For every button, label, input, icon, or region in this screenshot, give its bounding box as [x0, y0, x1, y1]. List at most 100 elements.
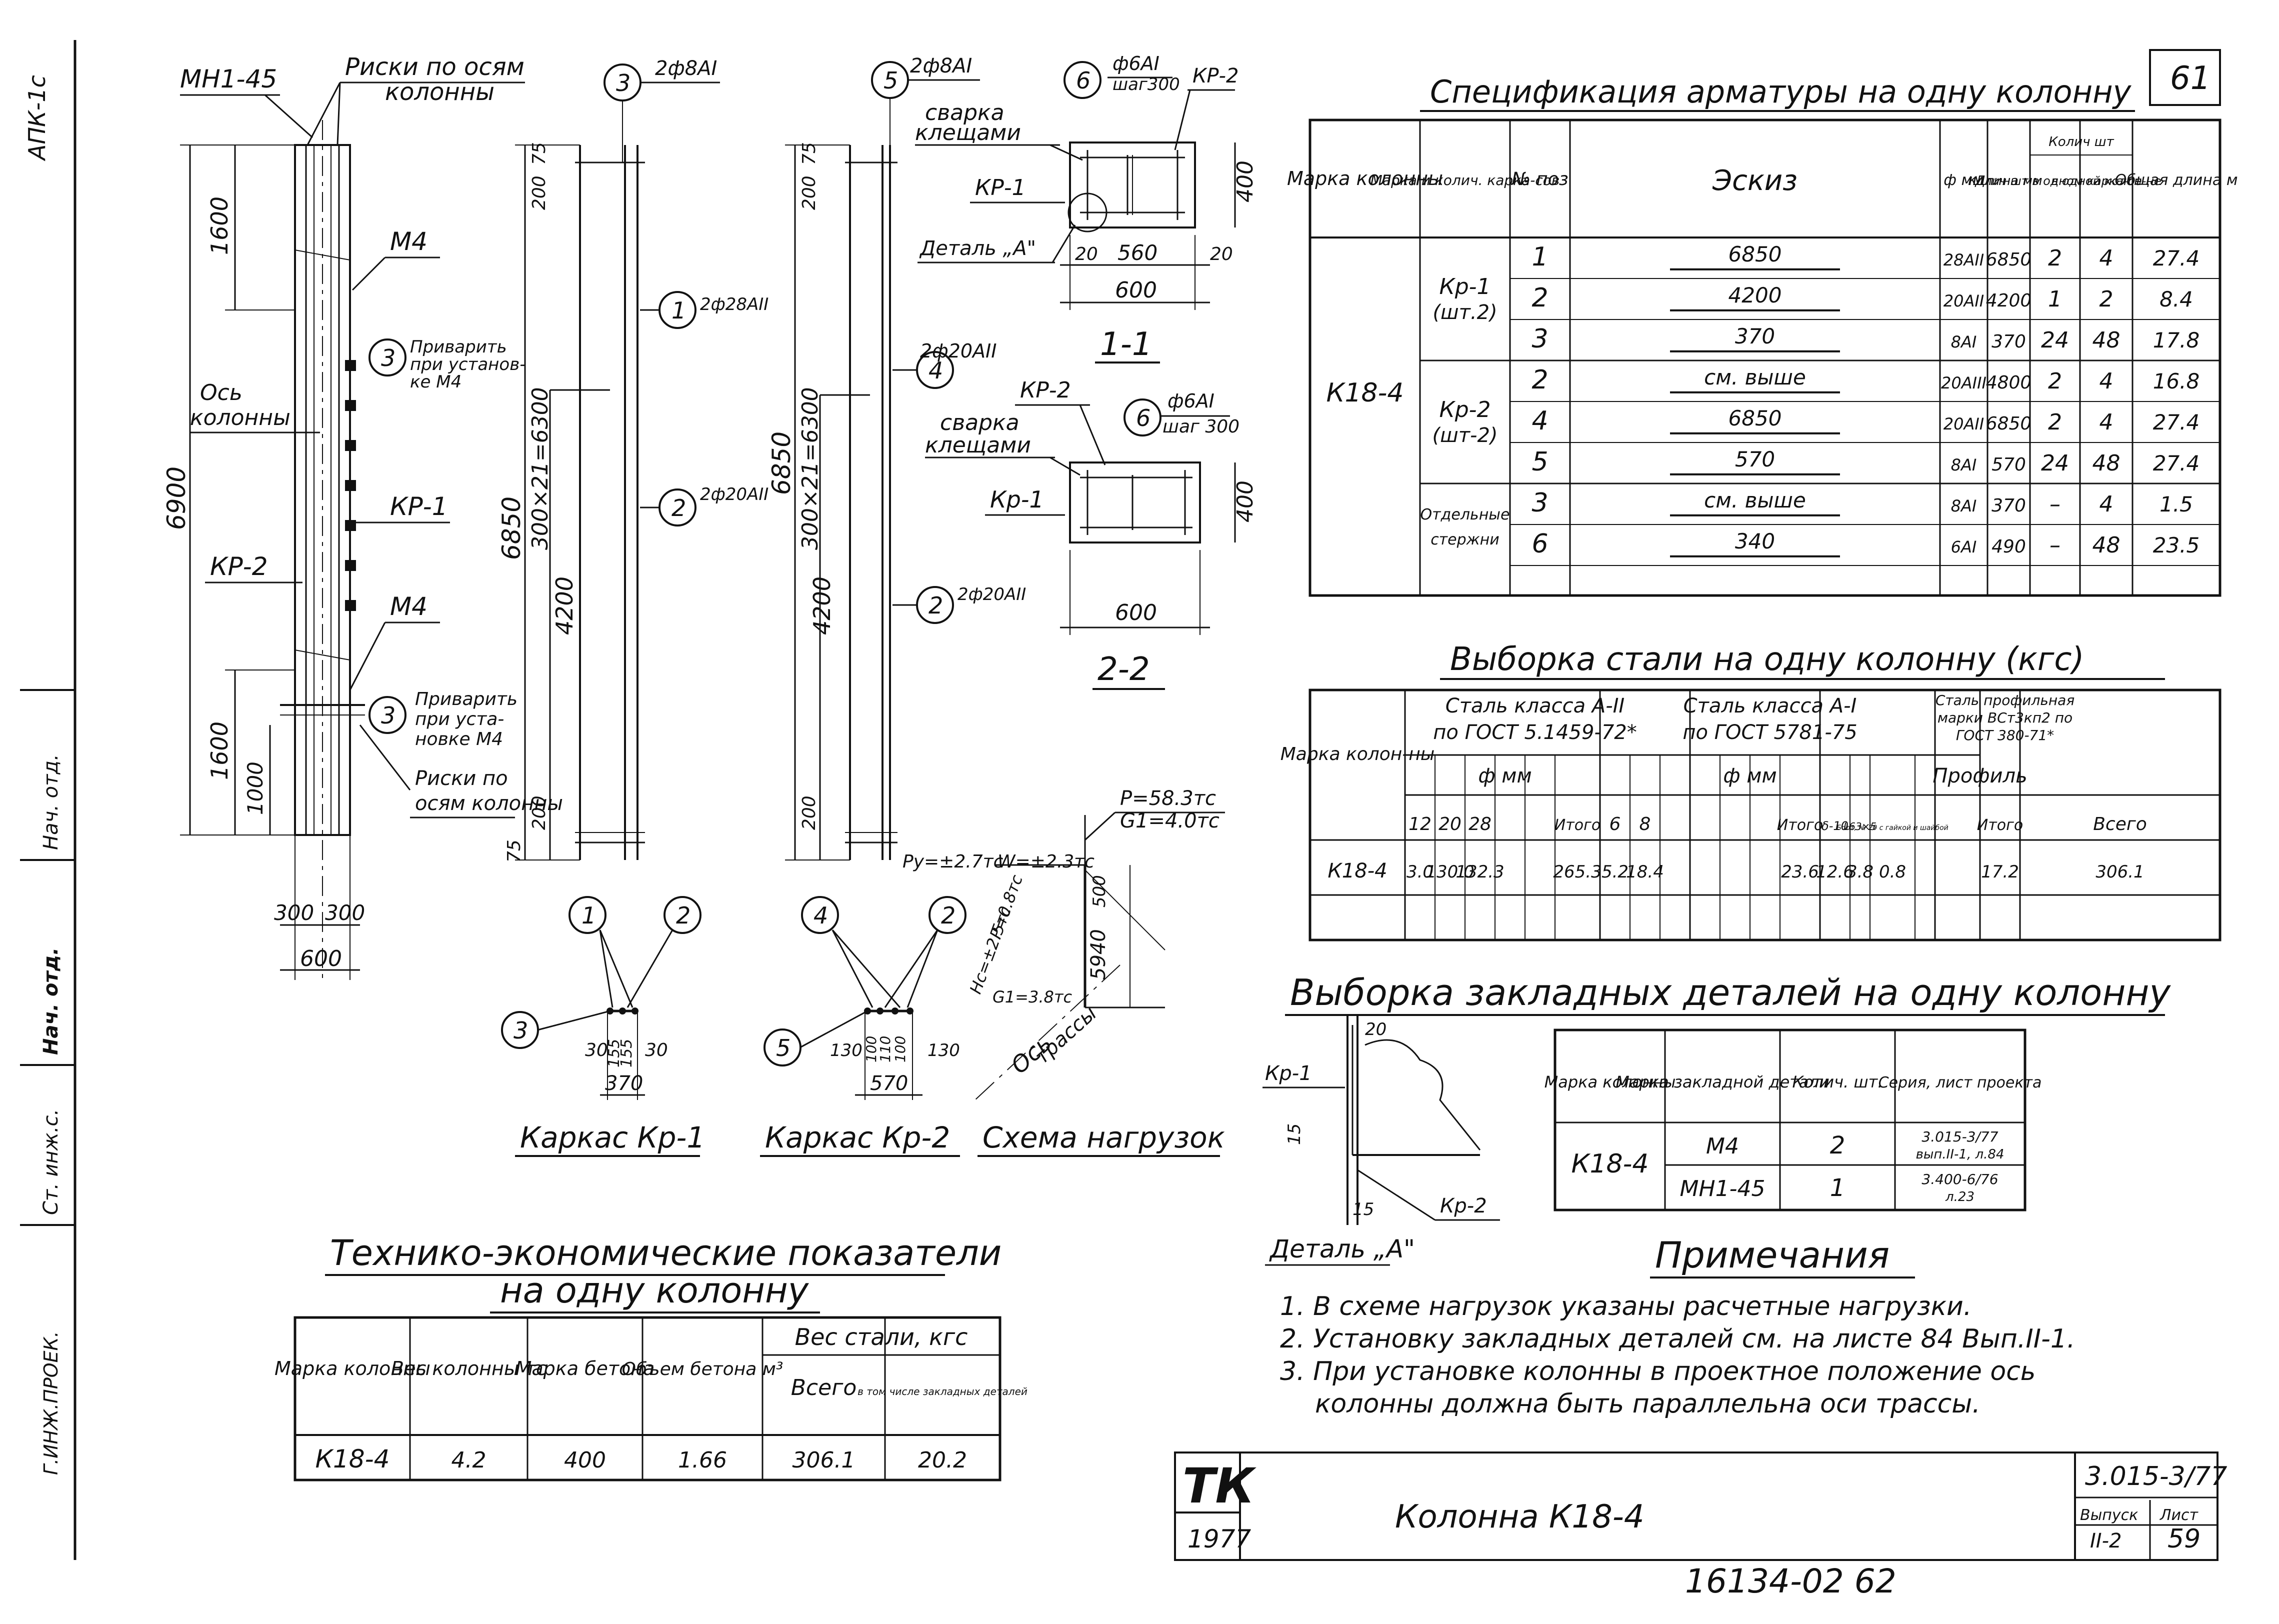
- spec-cell-q2: 4: [2100, 492, 2114, 517]
- label-kr2: КР-2: [210, 552, 268, 581]
- label-m4-top: М4: [390, 227, 428, 256]
- load-w: W=±2.3тс: [998, 852, 1094, 872]
- label-weld-top-3: ке М4: [410, 372, 462, 392]
- spec-group-label: Кр-1: [1439, 274, 1490, 300]
- tb-logo: ТК: [1182, 1458, 1256, 1514]
- table-frame: [1308, 118, 2222, 597]
- kr1-callout-3: 3: [616, 70, 630, 96]
- kr2-dim-200-top: 200: [799, 176, 820, 210]
- tep-header-cell: в том числе закладных деталей: [858, 1386, 1028, 1398]
- kr2s-d100: 100: [863, 1036, 880, 1062]
- spec-cell-pos: 5: [1532, 447, 1548, 477]
- load-g: G1=3.8тс: [992, 988, 1072, 1006]
- label-m4-bottom: М4: [390, 592, 428, 621]
- embed-header-cell: Колич. шт.: [1792, 1072, 1883, 1092]
- sec11-dim-20r: 20: [1210, 244, 1233, 264]
- sec22-stirrup: ф6АI: [1168, 390, 1214, 412]
- spec-cell-total: 27.4: [2153, 451, 2200, 476]
- sec11-kr2: КР-2: [1192, 64, 1238, 88]
- load-p: Р=58.3тс: [1120, 787, 1216, 810]
- sec22-dim-600: 600: [1115, 600, 1157, 626]
- kr1-dim-75-bottom: 75: [504, 840, 524, 862]
- tep-title-2: на одну колонну: [500, 1270, 810, 1311]
- kr1-bar-top: 2ф8АI: [655, 57, 717, 80]
- kr1-callout-1: 1: [672, 297, 686, 324]
- spec-cell-pos: 2: [1532, 365, 1548, 395]
- tep-row-cell: 306.1: [792, 1448, 856, 1473]
- spec-header-cell: Марка и колич. карка-сов: [1370, 172, 1560, 188]
- tep-title-1: Технико-экономические показатели: [330, 1232, 1002, 1274]
- notes-title: Примечания: [1655, 1234, 1890, 1276]
- spec-cell-pos: 2: [1532, 283, 1548, 313]
- note-line: 2. Установку закладных деталей см. на ли…: [1280, 1324, 2075, 1354]
- spec-cell-dia: 8АI: [1951, 496, 1977, 516]
- tep-header-cell: Объем бетона м³: [622, 1359, 784, 1380]
- kr1-dim-6850: 6850: [497, 496, 526, 560]
- kr2-dim-span: 300×21=6300: [798, 387, 823, 550]
- load-h500: 500: [1090, 875, 1110, 908]
- embed-cell-ref: 3.400-6/76: [1922, 1171, 1998, 1188]
- dim-300-left: 300: [274, 900, 314, 925]
- dim-1000: 1000: [243, 762, 268, 815]
- deta-d15b: 15: [1352, 1200, 1374, 1220]
- spec-cell-q1: –: [2050, 492, 2060, 517]
- notes-section: Примечания 1. В схеме нагрузок указаны р…: [1280, 1234, 2075, 1419]
- kr1s-d30l: 30: [585, 1040, 608, 1060]
- kr2-callout-2: 2: [928, 592, 943, 619]
- steel-row-cell: 265.3: [1553, 862, 1602, 882]
- spec-cell-q2: 4: [2100, 410, 2114, 435]
- kr1s-d30r: 30: [645, 1040, 668, 1060]
- tb-issue: II-2: [2090, 1530, 2122, 1552]
- dim-600: 600: [300, 946, 342, 972]
- spec-cell-pos: 3: [1532, 324, 1548, 354]
- steel-header-a2: по ГОСТ 5.1459-72*: [1433, 721, 1636, 744]
- embed-title: Выборка закладных деталей на одну колонн…: [1290, 972, 2172, 1014]
- tep-row-cell: 4.2: [452, 1448, 486, 1473]
- spec-header-group: Колич шт: [2048, 134, 2114, 150]
- sec22-dim-400: 400: [1232, 480, 1258, 522]
- spec-cell-sketch: 4200: [1728, 283, 1782, 308]
- load-p2: Р=0.8тс: [986, 872, 1026, 942]
- side-stamp-label: Ст. инж.с.: [40, 1109, 62, 1215]
- steel-header-fmm: ф мм: [1723, 764, 1776, 788]
- embed-column-mark: К18-4: [1572, 1149, 1649, 1179]
- spec-cell-q1: 2: [2048, 368, 2062, 394]
- spec-header-cell: Марка колонны: [1287, 168, 1443, 190]
- spec-cell-len: 6850: [1986, 250, 2032, 270]
- deta-kr2: Кр-2: [1440, 1194, 1487, 1218]
- spec-cell-sketch: 370: [1735, 324, 1775, 348]
- kr1s-c1: 1: [582, 902, 596, 929]
- spec-cell-q2: 48: [2092, 328, 2120, 353]
- sec11-dim-600: 600: [1115, 278, 1157, 303]
- section-2-2: 6 ф6АI шаг 300 КР-2 сварка клещами Кр-1 …: [925, 378, 1258, 690]
- spec-cell-pos: 4: [1532, 406, 1548, 436]
- spec-cell-sketch: 6850: [1728, 406, 1782, 430]
- kr2-bar-2: 2ф20АII: [958, 584, 1026, 604]
- spec-cell-sketch: 570: [1735, 447, 1775, 472]
- label-weld-top-2: при установ-: [410, 354, 526, 374]
- sec22-weld-2: клещами: [925, 432, 1031, 458]
- tep-row-cell: 400: [564, 1448, 606, 1473]
- kr1s-title: Каркас Кр-1: [520, 1120, 705, 1154]
- kr2-dim-6850: 6850: [767, 432, 796, 495]
- sec22-kr2: КР-2: [1020, 378, 1071, 403]
- spec-section: Спецификация арматуры на одну колонну 61…: [1287, 49, 2238, 597]
- deta-title: Деталь „А": [1269, 1234, 1415, 1264]
- steel-subheader-cell: 12: [1408, 814, 1432, 834]
- note-line: 1. В схеме нагрузок указаны расчетные на…: [1280, 1292, 1972, 1322]
- label-weld-bottom: Приварить: [415, 689, 518, 710]
- sec22-callout-6: 6: [1136, 404, 1150, 432]
- kr2s-c4: 4: [814, 902, 828, 929]
- label-axis-2: колонны: [190, 405, 290, 430]
- label-kr1: КР-1: [390, 492, 448, 521]
- spec-header-cell: ф мм: [1944, 172, 1984, 189]
- sec22-weld: сварка: [940, 410, 1020, 436]
- kr1-dim-200-bottom: 200: [529, 796, 550, 830]
- kr1s-d155a: 155: [606, 1039, 623, 1068]
- load-scheme: Р=58.3тс G1=4.0тс Ру=±2.7тс W=±2.3тс Hс=…: [902, 787, 1225, 1157]
- spec-cell-sketch: 6850: [1728, 242, 1782, 266]
- embed-cell-ref: вып.II-1, л.84: [1916, 1147, 2004, 1162]
- footer-code: 16134-02 62: [1685, 1562, 1896, 1600]
- kr1s-c2: 2: [676, 902, 690, 929]
